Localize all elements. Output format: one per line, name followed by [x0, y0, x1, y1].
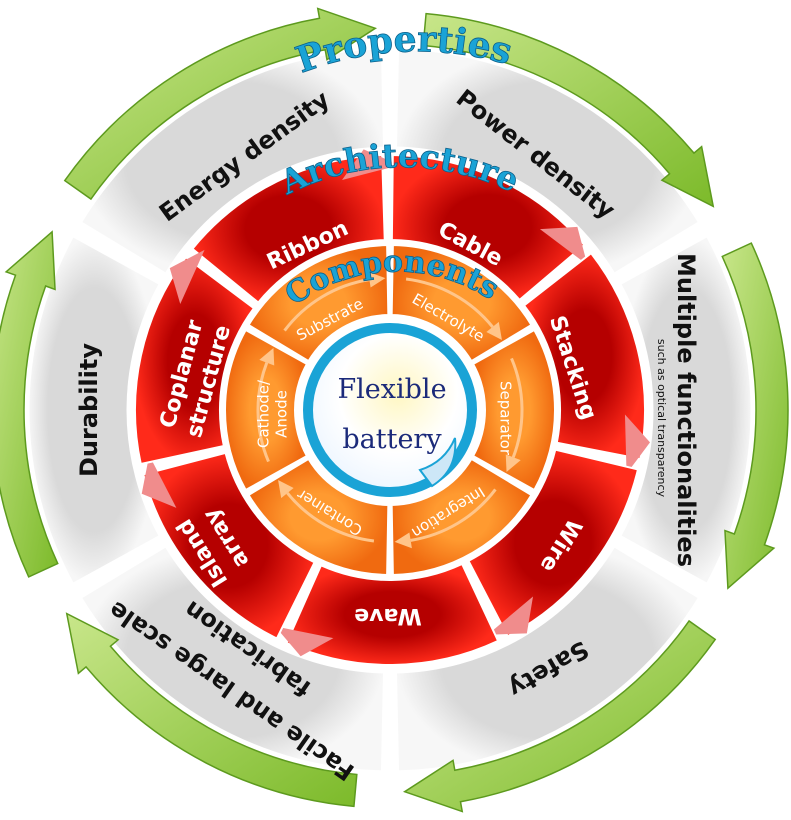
components-arrowhead-electrolyte — [486, 321, 502, 341]
properties-arrow-safety — [402, 619, 717, 813]
architecture-arrowhead-stacking — [624, 414, 650, 474]
components-arrow-substrate — [283, 278, 370, 332]
architecture-segment-cable — [390, 154, 586, 302]
properties-segment-safety — [393, 543, 702, 774]
component-label-separator: Separator — [497, 381, 515, 456]
components-segment-integration — [390, 457, 533, 576]
architecture-segment-ribbon — [190, 154, 386, 304]
components-segment-substrate — [247, 244, 390, 363]
architecture-ring — [134, 149, 650, 666]
architecture-segment-wave — [285, 562, 500, 666]
components-arrow-container — [286, 492, 375, 543]
architecture-arrowhead-island — [141, 455, 177, 508]
properties-segment-multi — [617, 233, 754, 587]
properties-arrow-multi — [721, 242, 789, 590]
components-arrow-separator — [510, 357, 524, 458]
components-arrowhead-cathode — [259, 348, 275, 366]
properties-arrow-power — [422, 12, 715, 208]
property-label-multi: Multiple functionalities — [672, 253, 700, 567]
components-arrowhead-separator — [505, 454, 521, 472]
architecture-arrowhead-wire — [487, 596, 534, 635]
properties-segment-facile — [78, 543, 387, 774]
architecture-segment-stacking — [522, 251, 646, 461]
component-label-cathode-line2: Anode — [273, 390, 291, 438]
component-label-cathode-line1: Cathode/ — [255, 379, 273, 448]
components-ring — [224, 244, 556, 576]
center-title-line2: battery — [342, 424, 442, 455]
properties-arrow-energy — [63, 7, 378, 201]
properties-ring — [26, 46, 754, 774]
properties-arrow-durability — [0, 230, 59, 578]
properties-segment-energy — [78, 46, 387, 277]
architecture-segment-wire — [467, 448, 640, 638]
components-segment-separator — [471, 328, 556, 492]
architecture-label-wave: Wave — [354, 603, 422, 628]
center-circle — [303, 323, 477, 497]
architecture-arrowhead-wave — [275, 626, 334, 657]
properties-arrow-facile — [65, 612, 358, 808]
architecture-arrowhead-coplanar — [169, 249, 205, 305]
center-title-line1: Flexible — [337, 374, 446, 405]
properties-segment-durability — [26, 233, 163, 587]
property-sublabel-multi: such as optical transparency — [655, 339, 668, 498]
architecture-arrowhead-cable — [539, 226, 588, 265]
components-arrow-cathode — [256, 362, 270, 463]
architecture-segment-coplanar — [134, 255, 256, 466]
properties-segment-power — [393, 46, 702, 277]
center-hub: Flexible battery — [303, 323, 477, 497]
architecture-arrowhead-ribbon — [342, 149, 400, 180]
architecture-segment-island — [142, 451, 316, 640]
page-curl-icon — [418, 437, 457, 488]
properties-arrows — [0, 7, 789, 813]
components-arrow-electrolyte — [405, 277, 494, 328]
components-arrow-integration — [410, 488, 497, 542]
components-arrowhead-integration — [394, 532, 412, 549]
components-arrowhead-substrate — [368, 271, 386, 288]
property-label-durability: Durability — [75, 343, 103, 477]
components-segment-cathode — [224, 328, 309, 492]
components-arrowhead-container — [278, 479, 294, 499]
